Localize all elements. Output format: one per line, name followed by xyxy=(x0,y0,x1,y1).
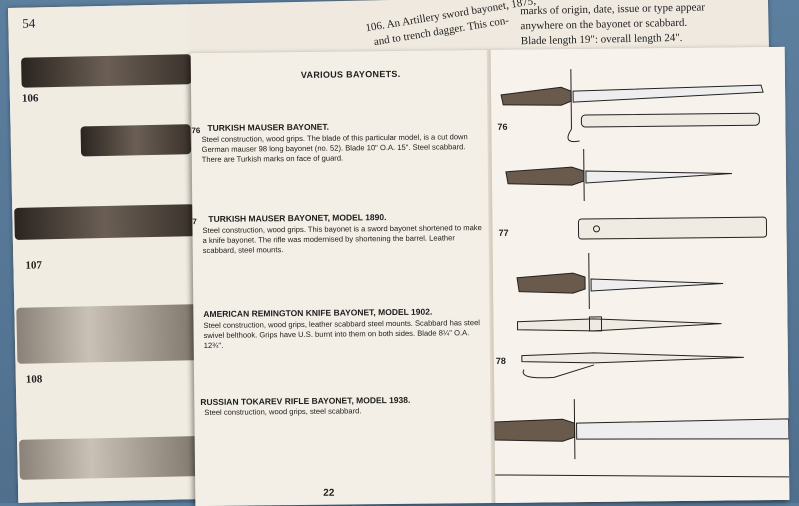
entry-body: Steel construction, wood grips. The blad… xyxy=(201,132,468,165)
bayonet-photo-109 xyxy=(19,436,200,480)
entry-title: AMERICAN REMINGTON KNIFE BAYONET, MODEL … xyxy=(203,306,433,320)
bayonet-drawings xyxy=(494,69,790,478)
front-book: VARIOUS BAYONETS. 76 TURKISH MAUSER BAYO… xyxy=(190,46,790,506)
bayonet-photo-106b xyxy=(80,124,192,157)
bayonet-drawing-78b xyxy=(521,352,744,379)
entry-title: TURKISH MAUSER BAYONET. xyxy=(207,121,330,133)
bayonet-photo-106 xyxy=(21,54,192,88)
entry-body: Steel construction, wood grips, leather … xyxy=(203,318,481,351)
back-page-number: 54 xyxy=(22,15,36,31)
bayonet-drawing-77 xyxy=(505,149,768,240)
bayonet-drawing-79 xyxy=(494,399,790,478)
entry-number: 76 xyxy=(191,126,201,136)
entry-body: Steel construction, wood grips. This bay… xyxy=(202,223,482,256)
text-page: VARIOUS BAYONETS. 76 TURKISH MAUSER BAYO… xyxy=(191,50,496,506)
illustration-page: 76 77 78 xyxy=(490,46,790,503)
back-text-line: Blade length 19": overall length 24". xyxy=(520,31,683,48)
figure-label: 106 xyxy=(21,92,39,105)
entry-title: TURKISH MAUSER BAYONET, MODEL 1890. xyxy=(208,212,387,224)
page-footer-number: 22 xyxy=(323,487,335,499)
page-heading: VARIOUS BAYONETS. xyxy=(300,68,401,80)
back-left-page: 54 106 107 108 xyxy=(8,4,200,503)
bayonet-drawing-76 xyxy=(500,69,764,143)
entry-body: Steel construction, wood grips, steel sc… xyxy=(204,406,362,417)
figure-label: 108 xyxy=(25,373,43,386)
bayonet-drawing-78a xyxy=(516,252,724,332)
bayonet-photo-107 xyxy=(14,204,195,240)
entry-number: 7 xyxy=(192,217,197,227)
figure-label: 107 xyxy=(25,259,43,272)
bayonet-photo-108 xyxy=(16,304,198,364)
